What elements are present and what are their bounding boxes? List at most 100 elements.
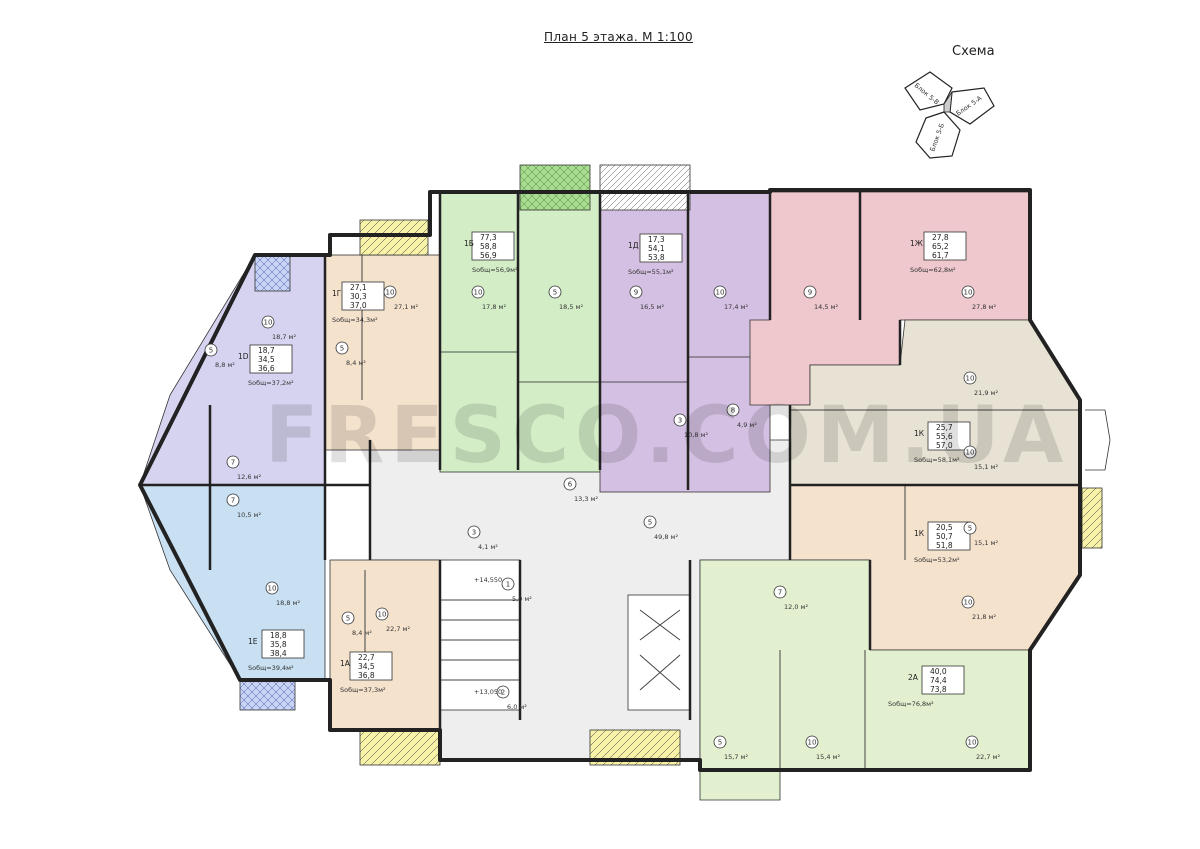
apt-value: 36,8 xyxy=(358,671,375,680)
apt-code: 1А xyxy=(340,659,351,668)
room-number-circle xyxy=(773,585,787,599)
room-number-circle xyxy=(629,285,643,299)
room-area: 8,8 м² xyxy=(215,361,235,369)
apt-value: 50,7 xyxy=(936,532,953,541)
apt-total-area: Sобщ=76,8м² xyxy=(888,700,934,708)
room-area: 14,5 м² xyxy=(814,303,838,311)
room-area: 8,4 м² xyxy=(352,629,372,637)
apt-code: 1К xyxy=(914,429,925,438)
room-number-circle xyxy=(467,525,481,539)
room-number-circle xyxy=(713,285,727,299)
room-area: 15,7 м² xyxy=(724,753,748,761)
room-number-circle xyxy=(673,413,687,427)
apt-box: 1К 25,7 55,6 57,0 Sобщ=58,1м² xyxy=(914,421,971,464)
apt-code: 1К xyxy=(914,529,925,538)
room-number: 5 xyxy=(209,347,213,355)
room-marker: 10 18,8 м² xyxy=(265,581,300,607)
room-marker: 710,5 м² xyxy=(226,493,261,519)
room-number-circle xyxy=(226,493,240,507)
apt-value: 53,8 xyxy=(648,253,665,262)
room-number-circle xyxy=(341,611,355,625)
apartment-green xyxy=(439,164,601,473)
room-number: 10 xyxy=(268,585,277,593)
room-number-circle xyxy=(375,607,389,621)
room-number: 5 xyxy=(718,739,722,747)
room-area: 22,7 м² xyxy=(976,753,1000,761)
room-number: 7 xyxy=(231,459,235,467)
apt-value: 27,1 xyxy=(350,283,367,292)
room-number-circle xyxy=(548,285,562,299)
watermark: FRESCO.COM.UA xyxy=(265,391,1069,481)
room-area: 16,5 м² xyxy=(640,303,664,311)
room-number-circle xyxy=(335,341,349,355)
room-area: 21,9 м² xyxy=(974,389,998,397)
apt-value: 25,7 xyxy=(936,423,953,432)
balcony-right xyxy=(1081,487,1103,549)
room-marker: 58,8 м² xyxy=(204,343,235,369)
room-number-circle xyxy=(965,735,979,749)
room-area: 18,8 м² xyxy=(276,599,300,607)
room-number-circle xyxy=(261,315,275,329)
apt-value: 34,5 xyxy=(258,355,275,364)
room-number: 7 xyxy=(778,589,782,597)
room-marker: 58,4 м² xyxy=(335,341,366,367)
room-area: 12,6 м² xyxy=(237,473,261,481)
apartment-violet xyxy=(599,164,771,493)
apt-value: 18,7 xyxy=(258,346,275,355)
room-area: 10,5 м² xyxy=(237,511,261,519)
room-area: 8,4 м² xyxy=(346,359,366,367)
room-area: 15,1 м² xyxy=(974,539,998,547)
level-mark: +14,550 xyxy=(474,576,502,584)
room-number-circle xyxy=(501,577,515,591)
apt-total-area: Sобщ=53,2м² xyxy=(914,556,960,564)
room-number: 10 xyxy=(474,289,483,297)
apt-total-area: Sобщ=58,1м² xyxy=(914,456,960,464)
apt-value: 18,8 xyxy=(270,631,287,640)
room-number: 7 xyxy=(231,497,235,505)
apt-total-area: Sобщ=37,3м² xyxy=(340,686,386,694)
balcony-right-top xyxy=(1085,409,1111,471)
room-area: 4,1 м² xyxy=(478,543,498,551)
room-area: 17,4 м² xyxy=(724,303,748,311)
apt-value: 17,3 xyxy=(648,235,665,244)
room-number-circle xyxy=(471,285,485,299)
room-marker: 15,0 м² xyxy=(501,577,532,603)
apt-value: 73,8 xyxy=(930,685,947,694)
room-number: 10 xyxy=(378,611,387,619)
room-marker: 26,0 м² xyxy=(496,685,527,711)
apt-code: 1Е xyxy=(248,637,258,646)
room-marker: 518,5 м² xyxy=(548,285,583,311)
room-number-circle xyxy=(643,515,657,529)
room-number: 3 xyxy=(678,417,682,425)
room-number-circle xyxy=(726,403,740,417)
plan-title: План 5 этажа. М 1:100 xyxy=(544,30,693,44)
room-number-circle xyxy=(563,477,577,491)
room-number-circle xyxy=(713,735,727,749)
room-number-circle xyxy=(961,285,975,299)
room-marker: 613,3 м² xyxy=(563,477,598,503)
exterior-wall xyxy=(138,188,1082,772)
room-marker: 34,1 м² xyxy=(467,525,498,551)
apt-box: 1Г 27,1 30,3 37,0 Sобщ=34,3м² xyxy=(332,281,385,324)
room-marker: 515,1 м² xyxy=(963,521,998,547)
apt-value: 36,6 xyxy=(258,364,275,373)
apt-total-area: Sобщ=56,9м² xyxy=(472,266,518,274)
room-area: 22,7 м² xyxy=(386,625,410,633)
room-number-circle xyxy=(963,371,977,385)
room-number: 1 xyxy=(506,581,510,589)
apt-value: 56,9 xyxy=(480,251,497,260)
room-number: 10 xyxy=(966,449,975,457)
room-area: 4,9 м² xyxy=(737,421,757,429)
apt-total-area: Sобщ=55,1м² xyxy=(628,268,674,276)
apt-value: 58,8 xyxy=(480,242,497,251)
apt-code: 2А xyxy=(908,673,919,682)
apt-value: 65,2 xyxy=(932,242,949,251)
room-number: 5 xyxy=(553,289,557,297)
room-area: 18,7 м² xyxy=(272,333,296,341)
